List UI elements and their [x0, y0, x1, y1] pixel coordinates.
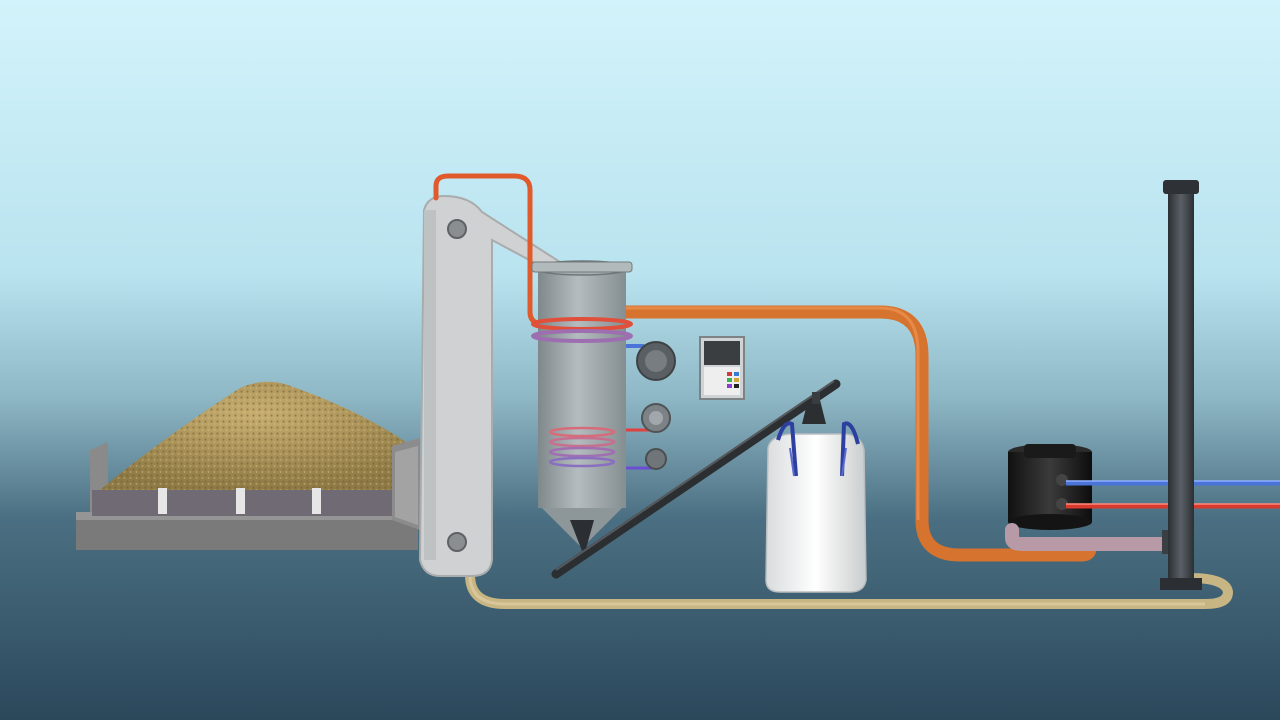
heat-exchanger-unit: [1008, 444, 1092, 530]
collection-bulk-bag: [765, 421, 867, 593]
elevator-bottom-pulley: [447, 532, 467, 552]
pyrolysis-reactor: [531, 260, 652, 556]
bucket-elevator: [418, 194, 562, 577]
elevator-top-pulley: [447, 219, 467, 239]
control-panel: [699, 336, 745, 400]
feedstock-hopper: [76, 381, 420, 550]
valve-small-icon: [645, 448, 667, 470]
exhaust-chimney: [1160, 180, 1202, 590]
discharge-screw-conveyor: [551, 379, 841, 579]
return-pipe-highlight: [468, 574, 1205, 606]
gas-pipe-highlight: [626, 306, 920, 520]
hot-loop-pipe: [433, 173, 543, 327]
flue-duct: [1005, 523, 1183, 551]
reactor-coil-top-2: [531, 329, 633, 343]
